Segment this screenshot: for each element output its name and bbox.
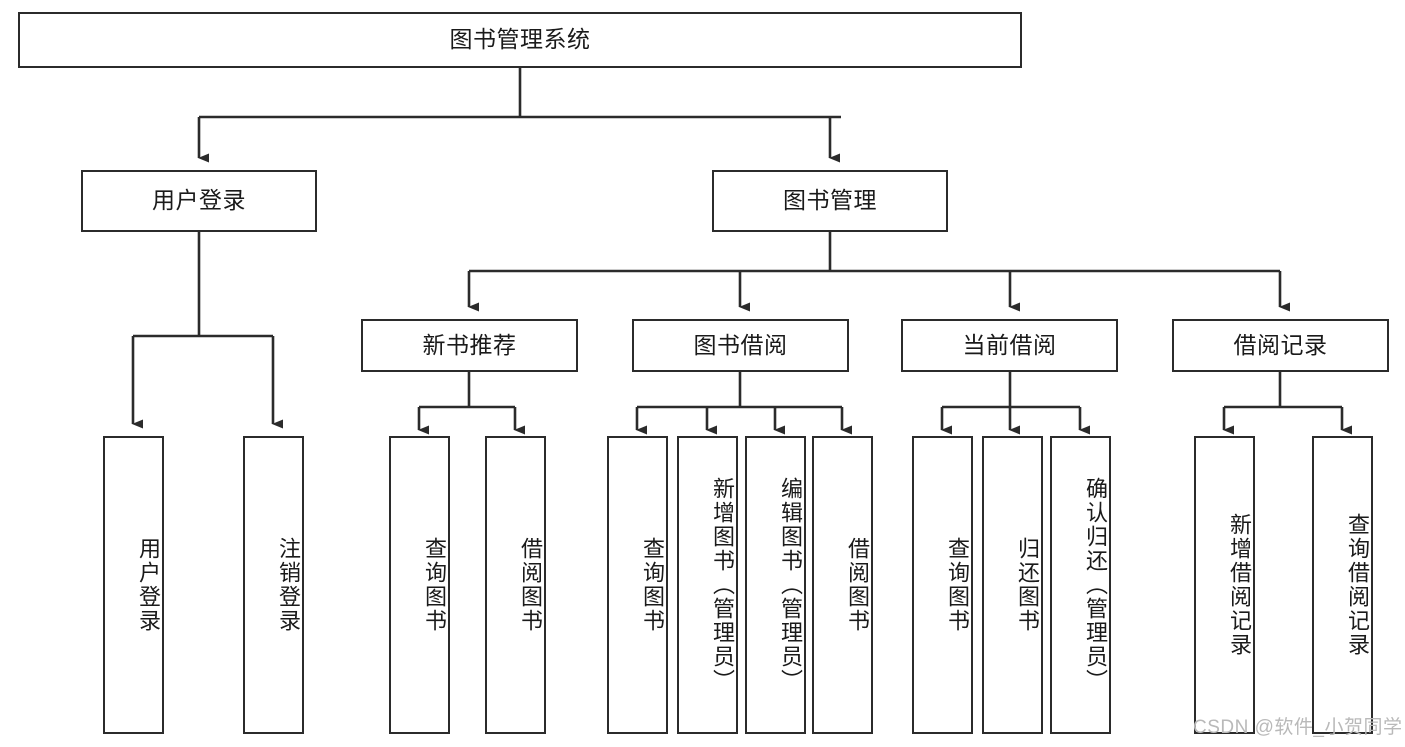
node-book-management[interactable]: 图书管理 xyxy=(712,170,948,232)
leaf-current-query-book[interactable]: 查询图书 xyxy=(912,436,973,734)
leaf-borrow-borrow-book[interactable]: 借阅图书 xyxy=(812,436,873,734)
leaf-user-login-logout[interactable]: 注销登录 xyxy=(243,436,304,734)
node-new-book-recommend[interactable]: 新书推荐 xyxy=(361,319,578,372)
leaf-current-confirm-return[interactable]: 确认归还（管理员） xyxy=(1050,436,1111,734)
node-root-system[interactable]: 图书管理系统 xyxy=(18,12,1022,68)
leaf-recommend-borrow-book[interactable]: 借阅图书 xyxy=(485,436,546,734)
leaf-borrow-add-book[interactable]: 新增图书（管理员） xyxy=(677,436,738,734)
leaf-user-login-login[interactable]: 用户登录 xyxy=(103,436,164,734)
leaf-recommend-query-book[interactable]: 查询图书 xyxy=(389,436,450,734)
csdn-watermark: CSDN @软件_小贺同学 xyxy=(1193,717,1403,738)
leaf-borrow-query-book[interactable]: 查询图书 xyxy=(607,436,668,734)
leaf-record-add-record[interactable]: 新增借阅记录 xyxy=(1194,436,1255,734)
leaf-borrow-edit-book[interactable]: 编辑图书（管理员） xyxy=(745,436,806,734)
leaf-current-return-book[interactable]: 归还图书 xyxy=(982,436,1043,734)
node-book-borrow[interactable]: 图书借阅 xyxy=(632,319,849,372)
node-current-borrow[interactable]: 当前借阅 xyxy=(901,319,1118,372)
node-borrow-record[interactable]: 借阅记录 xyxy=(1172,319,1389,372)
leaf-record-query-record[interactable]: 查询借阅记录 xyxy=(1312,436,1373,734)
node-user-login[interactable]: 用户登录 xyxy=(81,170,317,232)
